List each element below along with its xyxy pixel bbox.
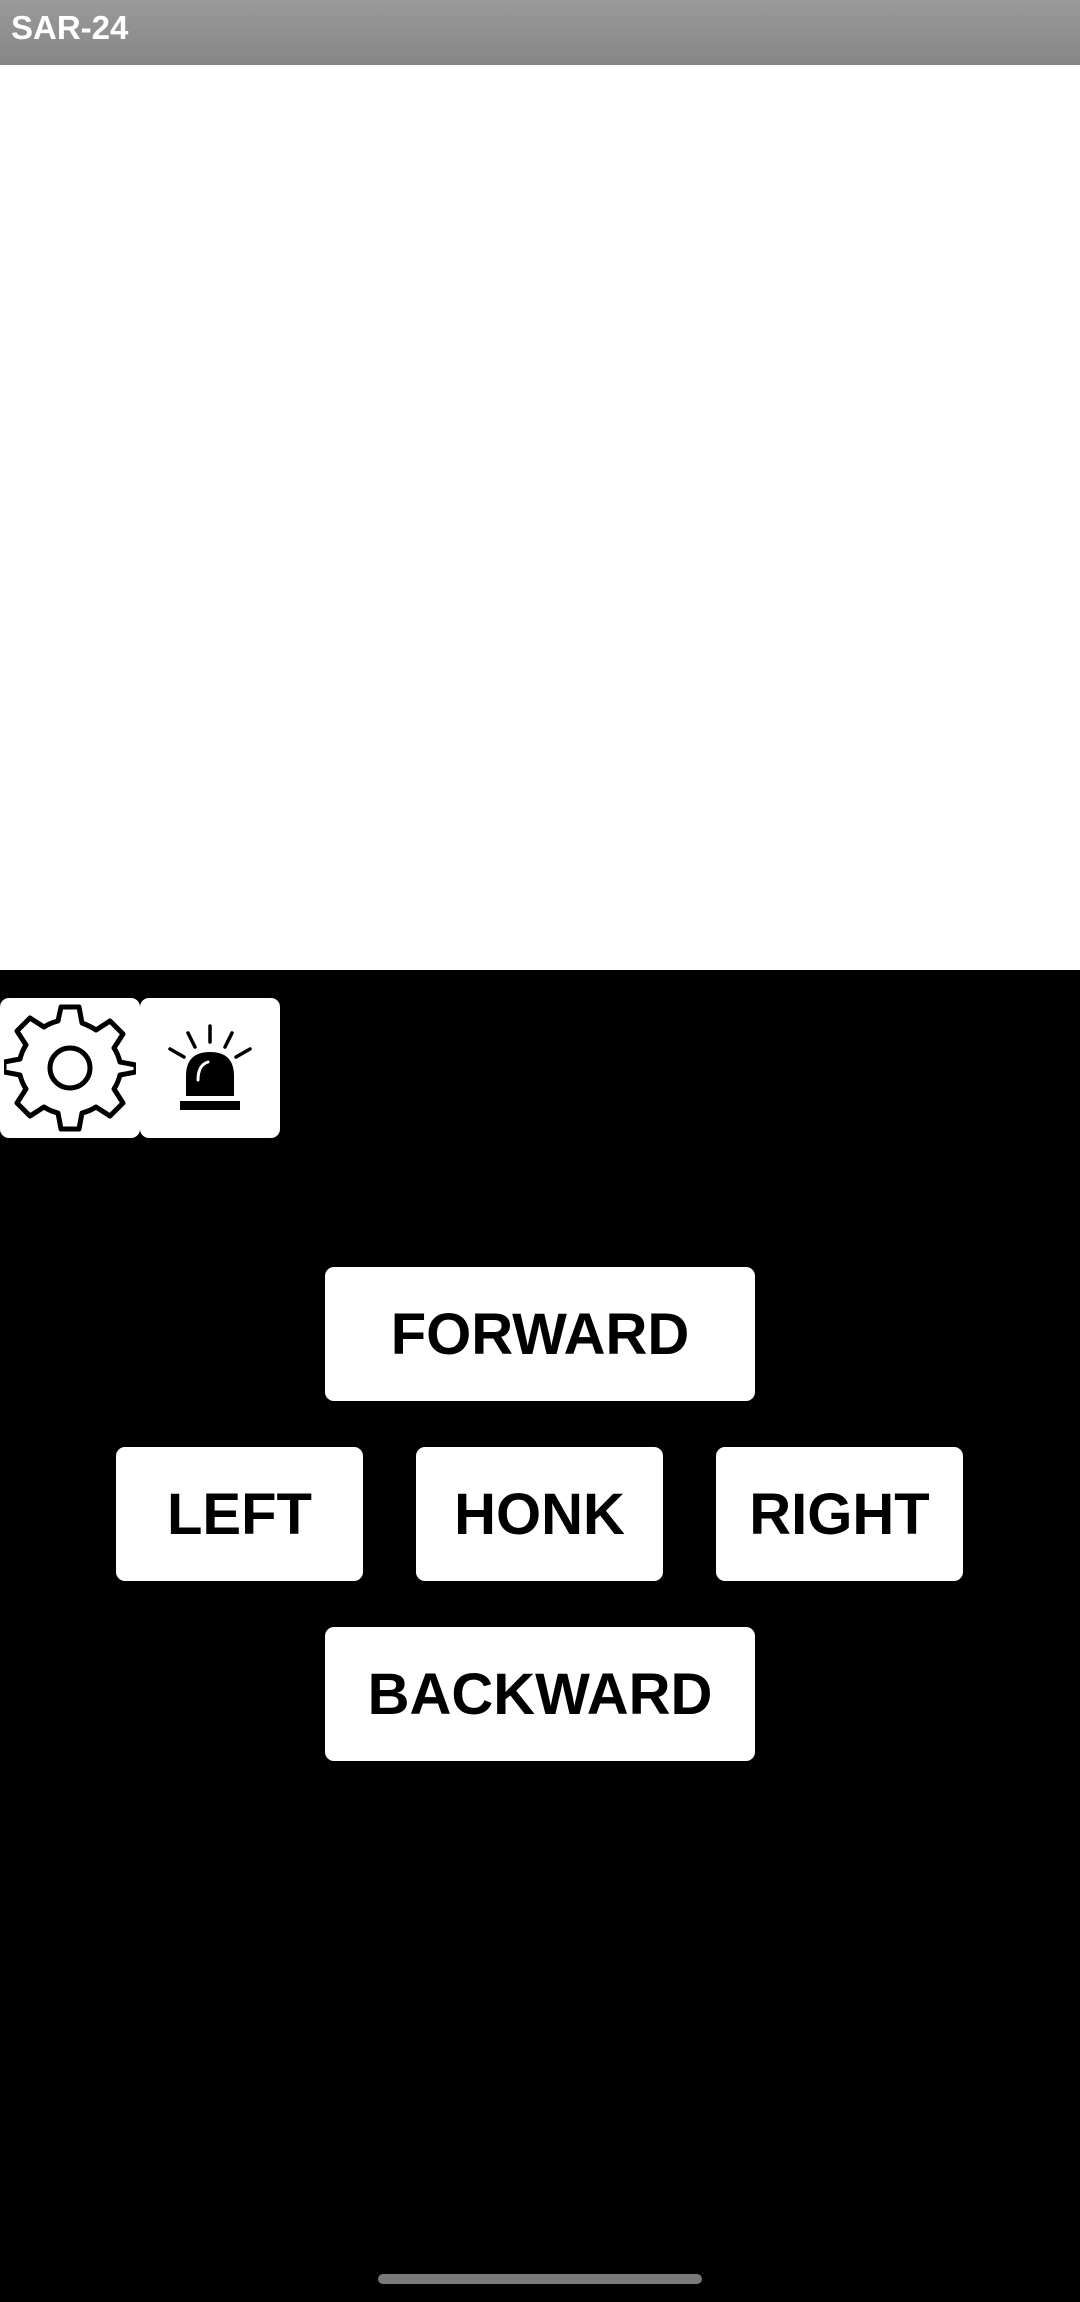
siren-icon (168, 1024, 252, 1110)
app-bar: SAR-24 (0, 0, 1080, 65)
settings-button[interactable] (0, 998, 140, 1138)
left-button[interactable]: LEFT (116, 1447, 363, 1581)
forward-button[interactable]: FORWARD (325, 1267, 755, 1401)
gear-icon (4, 1004, 136, 1132)
app-title: SAR-24 (11, 9, 129, 46)
control-panel: FORWARD LEFT HONK RIGHT BACKWARD (0, 970, 1080, 2302)
backward-button[interactable]: BACKWARD (325, 1627, 755, 1761)
right-button[interactable]: RIGHT (716, 1447, 963, 1581)
siren-button[interactable] (140, 998, 280, 1138)
home-indicator[interactable] (378, 2274, 702, 2284)
honk-button[interactable]: HONK (416, 1447, 663, 1581)
camera-view (0, 65, 1080, 970)
